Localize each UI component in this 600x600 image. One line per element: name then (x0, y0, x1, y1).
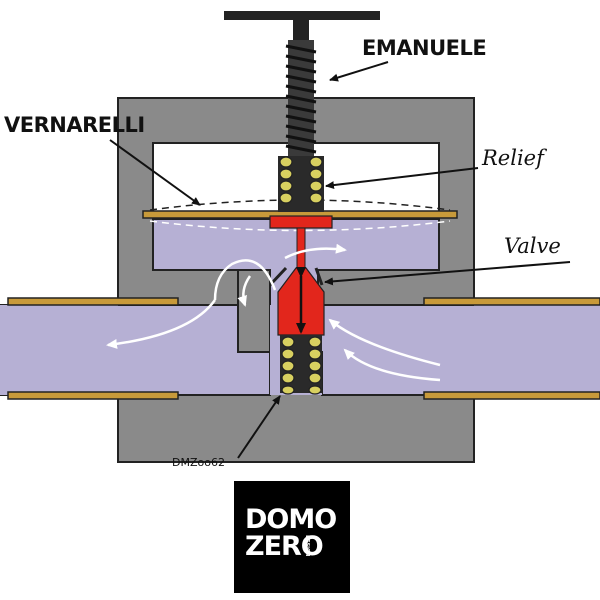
label-code-pointer (237, 395, 281, 459)
flow-arrow-right-chamber (284, 243, 347, 260)
flow-arrow-outlet (106, 299, 217, 349)
inlet-outlet-pipes (0, 297, 600, 400)
label-relief: Relief (481, 146, 547, 170)
upper-spring (278, 156, 324, 212)
inner-wall (237, 269, 271, 353)
flow-arrow-down-left (237, 275, 252, 307)
adjustment-handle (224, 11, 380, 43)
flow-arrow-inlet-lower (343, 348, 441, 382)
logo-tag: DESIGN (304, 535, 310, 556)
domozero-logo: DOMO ZERO DESIGN (234, 481, 350, 593)
logo-line-2: ZERO (245, 531, 323, 562)
label-valve: Valve (504, 234, 561, 258)
label-top-right-pointer (329, 61, 389, 82)
label-code: DMZoo62 (172, 456, 225, 469)
flow-arrow-up-to-chamber (213, 259, 277, 301)
logo-line-1: DOMO (245, 504, 336, 535)
flow-arrows (106, 243, 441, 382)
label-relief-pointer (325, 167, 479, 190)
label-valve-pointer (324, 261, 571, 286)
label-top-right: EMANUELE (362, 36, 486, 60)
label-top-left: VERNARELLI (4, 113, 145, 137)
label-top-left-pointer (109, 139, 201, 206)
flow-arrow-into-plug (328, 318, 441, 367)
valve-plug (268, 215, 333, 336)
lower-spring (280, 335, 322, 395)
